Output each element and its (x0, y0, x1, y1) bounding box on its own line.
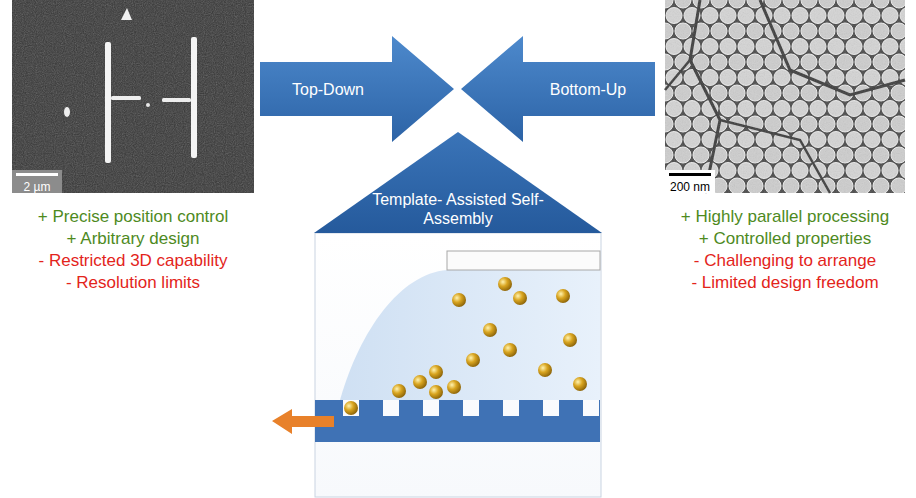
scale-bar-label-holder: 200 nm (670, 177, 710, 195)
limitation-item-holder: - Limited design freedom (691, 273, 878, 293)
limitation-item-holder: - Challenging to arrange (694, 251, 876, 271)
node-label: Template- Assisted Self-Assembly (372, 190, 544, 228)
bottom-up-arrow-outline (461, 36, 655, 142)
sem-image-left (12, 0, 254, 193)
advantage-item-holder: + Controlled properties (699, 229, 871, 249)
advantage-item-holder: + Highly parallel processing (681, 207, 889, 227)
bottom-up-arrow: Bottom-Up (461, 36, 655, 142)
advantage-item: + Precise position control (38, 207, 228, 226)
advantage-item-holder: + Precise position control (38, 207, 228, 227)
limitation-item: - Resolution limits (66, 273, 200, 292)
sem-image-right (665, 0, 905, 193)
top-down-arrow-outline (260, 36, 454, 142)
advantage-item: + Controlled properties (699, 229, 871, 248)
scale-bar-label-holder: 2 µm (24, 177, 51, 195)
limitation-item-holder: - Resolution limits (66, 273, 200, 293)
assembly-sketch (272, 233, 601, 497)
node-label: Top-Down (263, 80, 393, 99)
limitation-item: - Challenging to arrange (694, 251, 876, 270)
advantage-item-holder: + Arbitrary design (67, 229, 200, 249)
advantage-item: + Arbitrary design (67, 229, 200, 248)
limitation-item: - Limited design freedom (691, 273, 878, 292)
method-triangle: Template- Assisted Self-Assembly (314, 132, 602, 233)
scale-bar-label: 200 nm (670, 180, 710, 194)
scale-bar-label: 2 µm (24, 180, 51, 194)
method-triangle-outline (314, 132, 602, 233)
limitation-item-holder: - Restricted 3D capability (39, 251, 228, 271)
limitation-item: - Restricted 3D capability (39, 251, 228, 270)
top-down-arrow: Top-Down (260, 36, 454, 142)
node-label: Bottom-Up (523, 80, 653, 99)
advantage-item: + Highly parallel processing (681, 207, 889, 226)
